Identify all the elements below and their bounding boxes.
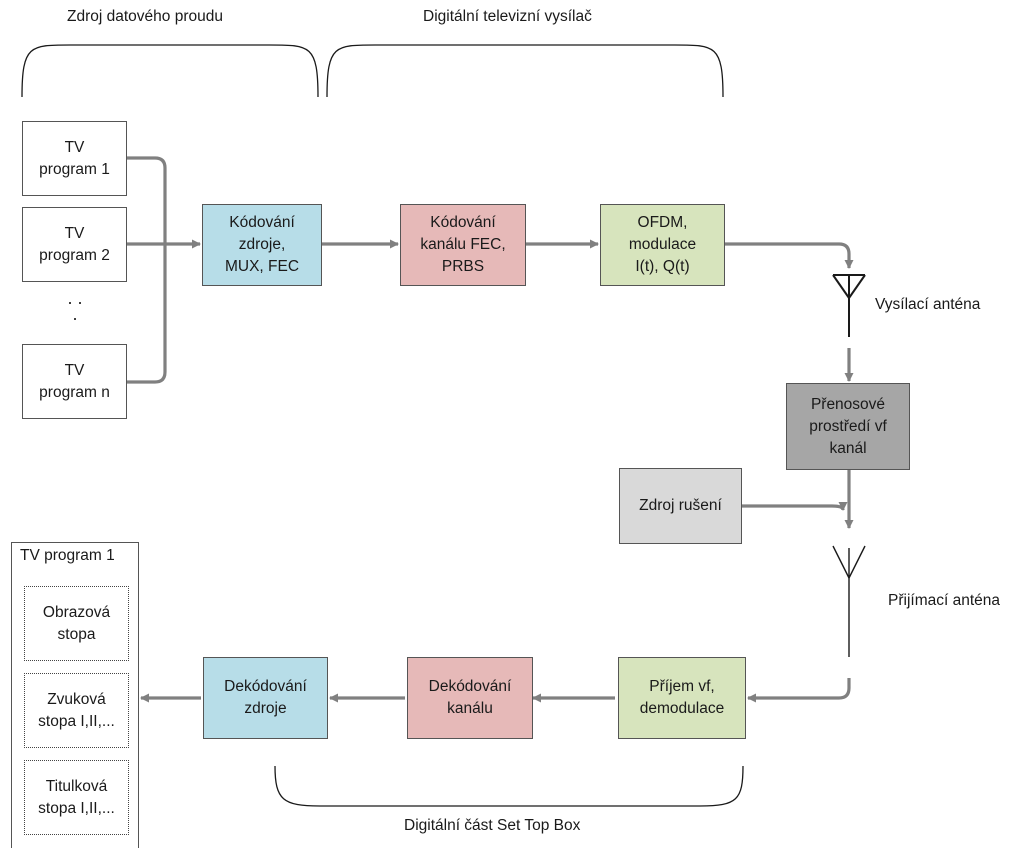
source-coding-block: Kódování zdroje, MUX, FEC: [202, 204, 322, 286]
source-decoding-block: Dekódování zdroje: [203, 657, 328, 739]
transmitter-group-label: Digitální televizní vysílač: [423, 8, 592, 25]
program-ellipsis: . . .: [67, 288, 83, 324]
tx-antenna-symbol: [832, 274, 866, 337]
audio-track-box: Zvuková stopa I,II,...: [24, 673, 129, 748]
transmitter-group-brace: [326, 44, 724, 98]
video-track-box: Obrazová stopa: [24, 586, 129, 661]
tx-antenna-label: Vysílací anténa: [875, 296, 981, 313]
modulation-block: OFDM, modulace I(t), Q(t): [600, 204, 725, 286]
subtitle-track-box: Titulková stopa I,II,...: [24, 760, 129, 835]
output-program-title: TV program 1: [20, 547, 115, 564]
rx-antenna-symbol: [832, 545, 866, 657]
input-bus-line: [127, 156, 167, 384]
arrow-noise-to-channel: [742, 501, 848, 511]
tv-program-n-box: TV program n: [22, 344, 127, 419]
stb-group-brace: [274, 765, 744, 807]
source-group-label: Zdroj datového proudu: [67, 8, 223, 25]
stb-group-label: Digitální část Set Top Box: [404, 817, 581, 834]
tv-program-2-box: TV program 2: [22, 207, 127, 282]
reception-demodulation-block: Příjem vf, demodulace: [618, 657, 746, 739]
arrow-to-tx-antenna: [725, 242, 854, 269]
rx-antenna-label: Přijímací anténa: [888, 592, 1000, 609]
transmission-medium-block: Přenosové prostředí vf kanál: [786, 383, 910, 470]
channel-coding-block: Kódování kanálu FEC, PRBS: [400, 204, 526, 286]
arrow-to-reception: [747, 678, 851, 703]
source-group-brace: [21, 44, 319, 98]
noise-source-block: Zdroj rušení: [619, 468, 742, 544]
channel-decoding-block: Dekódování kanálu: [407, 657, 533, 739]
tv-program-1-box: TV program 1: [22, 121, 127, 196]
